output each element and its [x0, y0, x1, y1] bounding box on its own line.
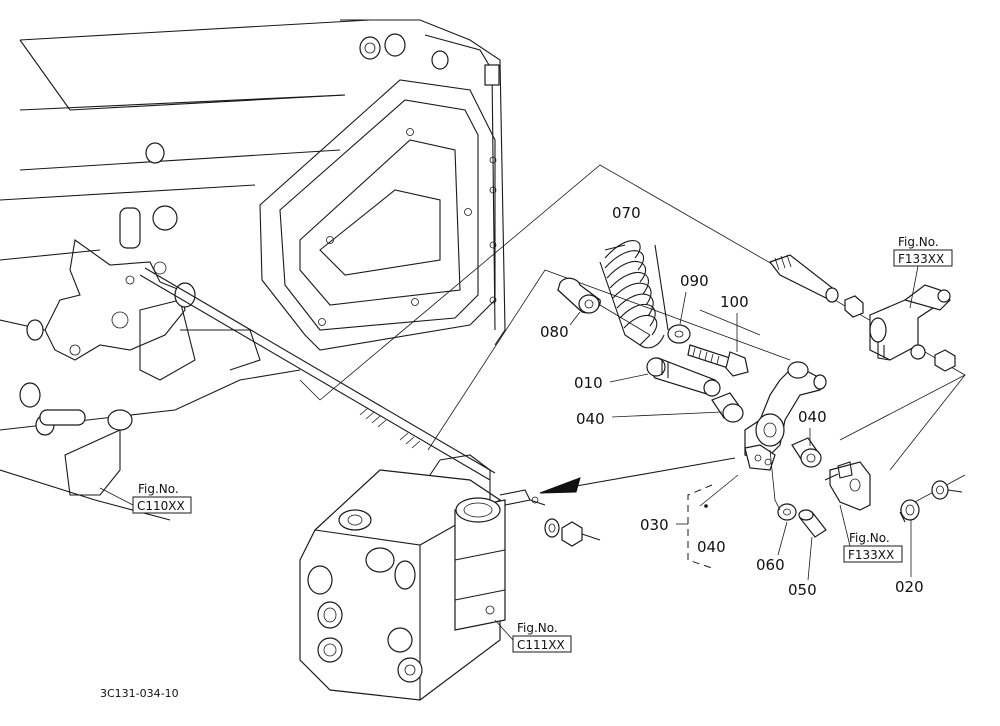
assembly-arrow	[539, 457, 736, 494]
fig-ref-f133-bottom[interactable]: Fig.No. F133XX	[839, 504, 903, 563]
label-030: 030	[640, 516, 669, 534]
bush-080	[556, 277, 602, 314]
bush-040-a	[711, 392, 744, 423]
linkage-parts	[556, 240, 963, 538]
bush-040-b	[791, 437, 822, 468]
fig-ref-f133-top[interactable]: Fig.No. F133XX	[893, 235, 953, 309]
snap-ring-020	[899, 499, 920, 523]
control-valve-block	[299, 454, 601, 701]
spring-070	[599, 240, 669, 349]
washer-far-right	[931, 480, 963, 500]
label-040-c: 040	[697, 538, 726, 556]
fig-ref-c110[interactable]: Fig.No. C110XX	[99, 482, 192, 514]
svg-text:F133XX: F133XX	[848, 548, 894, 562]
label-090: 090	[680, 272, 709, 290]
bolt-100	[687, 344, 749, 377]
svg-text:Fig.No.: Fig.No.	[517, 621, 558, 635]
transmission-housing	[0, 19, 506, 521]
label-050: 050	[788, 581, 817, 599]
fig-ref-c111[interactable]: Fig.No. C111XX	[494, 619, 572, 653]
lever-030	[744, 361, 827, 471]
washer-060	[777, 503, 797, 521]
drawing-code: 3C131-034-10	[100, 687, 179, 700]
shaft-010	[646, 357, 721, 397]
part-labels: 070 090 100 080 010 040 040 030 040 060 …	[540, 204, 924, 599]
svg-text:F133XX: F133XX	[898, 252, 944, 266]
label-100: 100	[720, 293, 749, 311]
pin-050	[798, 509, 827, 538]
label-080: 080	[540, 323, 569, 341]
label-040-a: 040	[576, 410, 605, 428]
upper-linkage	[769, 254, 956, 372]
svg-text:Fig.No.: Fig.No.	[898, 235, 939, 249]
svg-text:Fig.No.: Fig.No.	[849, 531, 890, 545]
label-010: 010	[574, 374, 603, 392]
bracket-lower	[824, 461, 871, 511]
svg-text:C111XX: C111XX	[517, 638, 565, 652]
group-bracket-030	[687, 484, 713, 569]
svg-text:C110XX: C110XX	[137, 499, 185, 513]
label-040-b: 040	[798, 408, 827, 426]
label-070: 070	[612, 204, 641, 222]
svg-text:Fig.No.: Fig.No.	[138, 482, 179, 496]
washer-090	[667, 324, 691, 344]
label-020: 020	[895, 578, 924, 596]
label-060: 060	[756, 556, 785, 574]
